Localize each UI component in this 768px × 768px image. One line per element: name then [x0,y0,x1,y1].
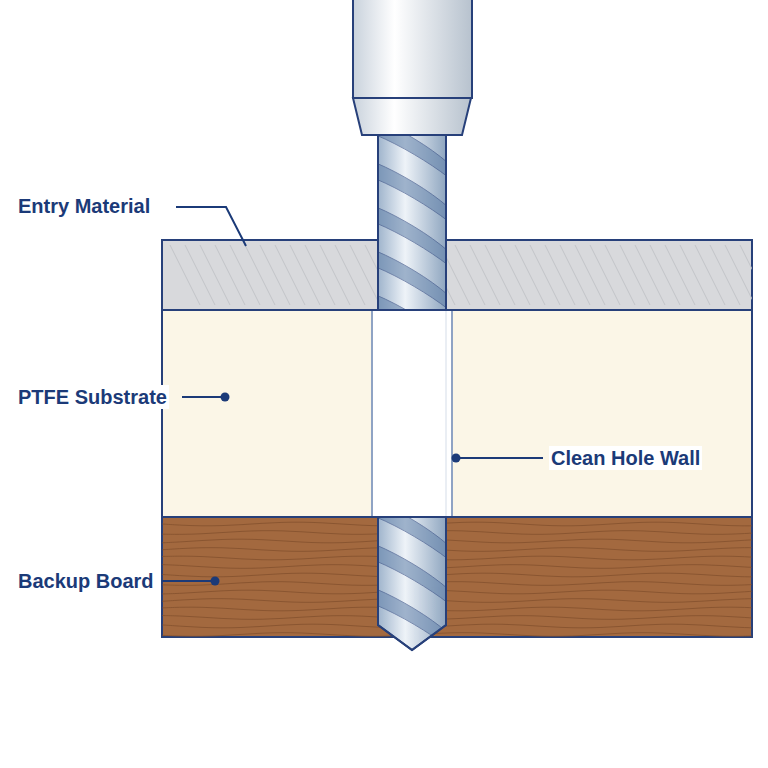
texture-stroke [695,245,725,305]
entry-material-layer [162,240,752,310]
texture-stroke [335,245,365,305]
texture-stroke [455,245,485,305]
wood-grain [162,573,752,577]
texture-stroke [260,245,290,305]
leader-line [176,207,246,246]
texture-stroke [185,245,215,305]
wood-grain [162,565,752,569]
part-label: Entry Material [16,194,152,218]
texture-stroke [350,245,380,305]
texture-stroke [305,245,335,305]
spindle [353,0,472,98]
drill-flute [376,633,448,691]
part-label: PTFE Substrate [16,385,169,409]
texture-stroke [710,245,740,305]
drill-flute [376,457,448,515]
texture-stroke [485,245,515,305]
texture-stroke [275,245,305,305]
wood-grain [162,531,752,535]
wood-grain [162,624,752,628]
hole-shade [446,311,447,516]
texture-stroke [650,245,680,305]
part-label: Backup Board [16,569,156,593]
wood-grain [162,616,752,620]
leader-dot [211,577,220,586]
texture-stroke [320,245,350,305]
texture-stroke [620,245,650,305]
collet [353,98,471,135]
drill-flute [376,589,448,647]
texture-stroke [590,245,620,305]
texture-stroke [560,245,590,305]
part-label: Clean Hole Wall [549,446,702,470]
texture-stroke [290,245,320,305]
texture-stroke [200,245,230,305]
texture-stroke [245,245,275,305]
leader-line [182,396,225,398]
wood-grain [162,539,752,543]
drill-flute [378,295,446,310]
wood-grain [162,590,752,594]
texture-stroke [530,245,560,305]
texture-stroke [665,245,695,305]
hole-wall [371,311,373,516]
texture-stroke [545,245,575,305]
hole-wall [451,311,453,516]
ptfe-layer [162,310,752,517]
texture-stroke [470,245,500,305]
texture-stroke [500,245,530,305]
wood-grain [162,548,752,552]
texture-stroke [575,245,605,305]
wood-grain [162,556,752,560]
leader-dot [452,454,461,463]
texture-stroke [605,245,635,305]
texture-stroke [170,245,200,305]
texture-stroke [680,245,710,305]
texture-stroke [635,245,665,305]
wood-grain [162,599,752,603]
texture-stroke [515,245,545,305]
texture-stroke [230,245,260,305]
leader-line [162,580,215,582]
wood-grain [162,633,752,637]
leader-dot [221,393,230,402]
wood-grain [162,522,752,526]
leader-line [456,457,543,459]
texture-stroke [725,245,752,305]
wood-grain [162,582,752,586]
texture-stroke [215,245,245,305]
texture-stroke [740,245,752,305]
drilled-hole [372,311,452,516]
wood-grain [162,607,752,611]
